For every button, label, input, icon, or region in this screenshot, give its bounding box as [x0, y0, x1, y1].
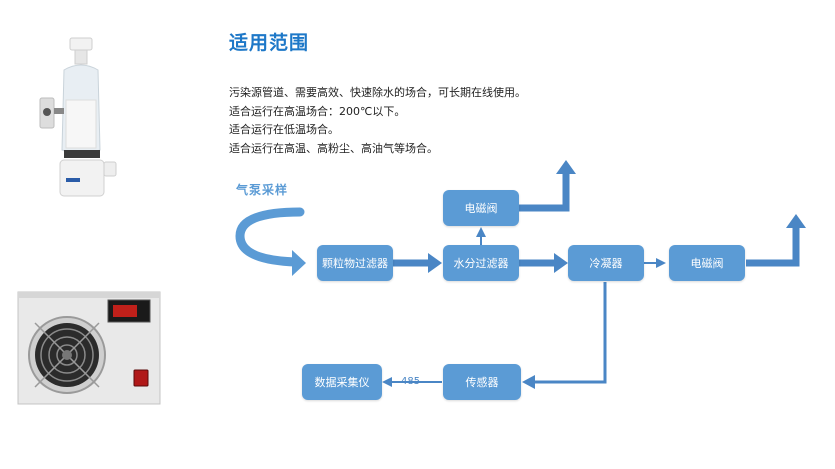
- node-condenser: 冷凝器: [568, 245, 644, 281]
- description-line-3: 适合运行在低温场合。: [229, 123, 339, 136]
- node-particle-filter: 颗粒物过滤器: [317, 245, 393, 281]
- exhaust-arrow-top: [519, 172, 570, 212]
- node-sensor: 传感器: [443, 364, 521, 400]
- signal-label: 485: [401, 376, 421, 387]
- node-data-collector: 数据采集仪: [302, 364, 382, 400]
- sample-intake-arrow: [235, 207, 305, 267]
- arrow-condenser-to-sensor: [533, 282, 607, 384]
- filter-device-illustration: [39, 37, 117, 197]
- condenser-unit-illustration: [17, 291, 161, 405]
- node-solenoid-valve-top: 电磁阀: [443, 190, 519, 226]
- node-solenoid-valve-right: 电磁阀: [669, 245, 745, 281]
- arrowhead-condenser-to-sensor: [522, 375, 535, 389]
- exhaust-arrow-right: [746, 226, 800, 267]
- sample-intake-arrowhead: [292, 250, 306, 276]
- node-water-filter: 水分过滤器: [443, 245, 519, 281]
- arrowhead-water-to-condenser: [554, 253, 568, 273]
- arrowhead-particle-to-water: [428, 253, 442, 273]
- description-line-4: 适合运行在高温、高粉尘、高油气等场合。: [229, 141, 438, 155]
- description-list: 污染源管道、需要高效、快速除水的场合，可长期在线使用。 适合运行在高温场合：20…: [229, 84, 649, 158]
- description-line-2: 适合运行在高温场合：200℃以下。: [229, 104, 406, 118]
- sample-label: 气泵采样: [236, 183, 289, 197]
- section-title: 适用范围: [229, 32, 310, 54]
- description-line-1: 污染源管道、需要高效、快速除水的场合，可长期在线使用。: [229, 86, 526, 99]
- exhaust-arrowhead-right: [786, 214, 806, 228]
- exhaust-arrowhead-top: [556, 160, 576, 174]
